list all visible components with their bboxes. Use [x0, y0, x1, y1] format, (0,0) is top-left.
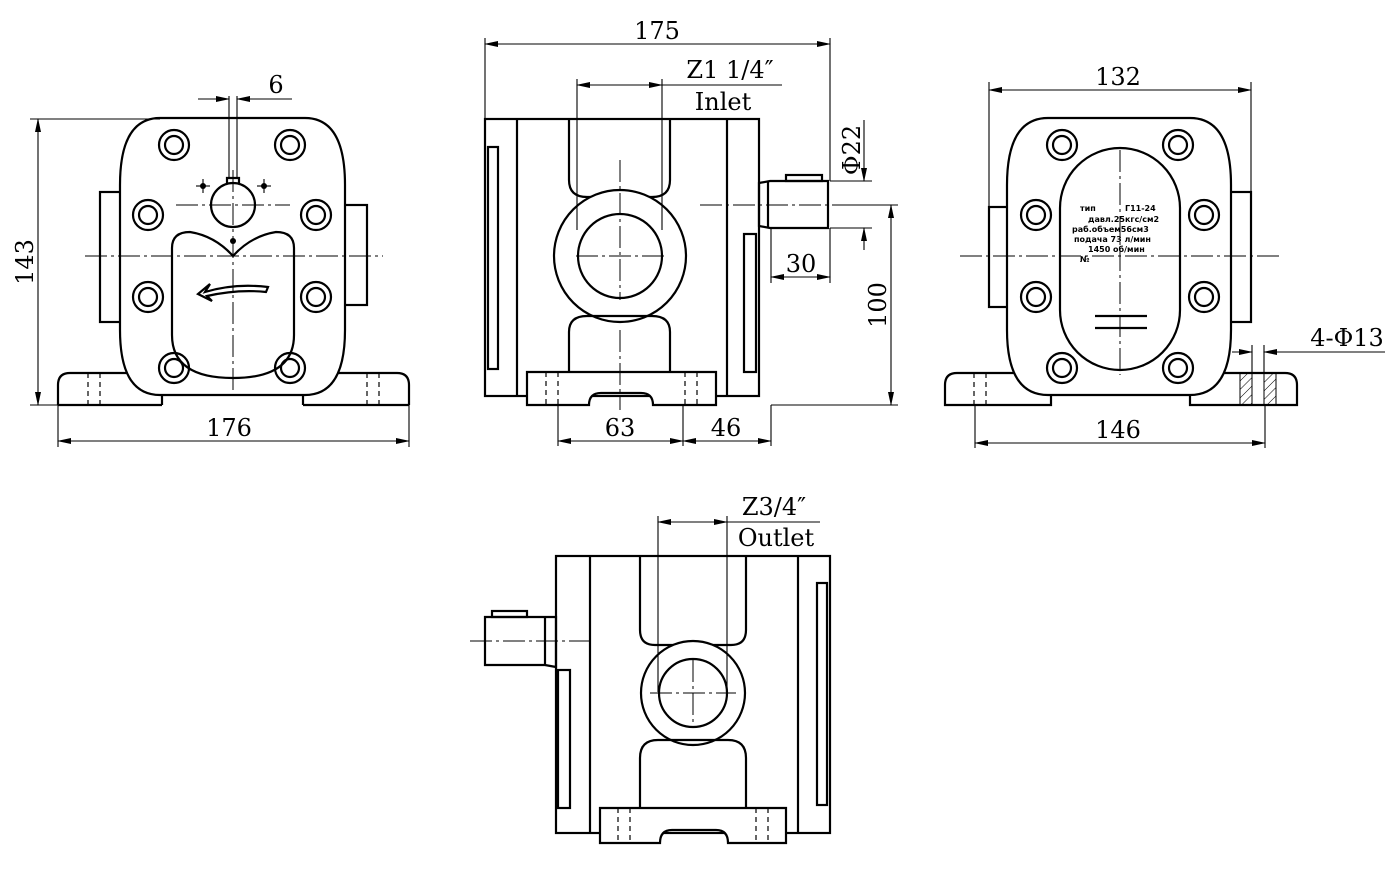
rear-bolts	[1019, 128, 1221, 385]
rear-hatched-hole-section	[1239, 372, 1253, 406]
outlet-label: Outlet	[738, 524, 815, 552]
rear-dimensions: 132 146 4-Φ13	[974, 63, 1385, 448]
front-view	[56, 96, 411, 407]
shaft-diameter-dim: Φ22	[838, 125, 866, 175]
side-view	[483, 117, 840, 410]
bottom-foot	[598, 806, 788, 845]
inlet-thread-label: Z1 1/4″	[686, 56, 773, 84]
rear-view: тип Г11-24 давл.25кгс/см2 раб.объем56см3…	[943, 116, 1299, 407]
rotation-arrow-icon	[196, 283, 270, 302]
svg-text:Г11-24: Г11-24	[1125, 204, 1156, 213]
key-width-dim: 6	[268, 71, 283, 99]
svg-text:тип: тип	[1080, 204, 1096, 213]
front-window	[170, 230, 296, 380]
svg-text:подача 73 л/мин: подача 73 л/мин	[1074, 235, 1151, 244]
svg-text:давл.25кгс/см2: давл.25кгс/см2	[1088, 215, 1159, 224]
foot-dim-b: 46	[711, 414, 742, 442]
svg-text:№: №	[1080, 255, 1090, 264]
shaft-length-dim: 30	[786, 250, 817, 278]
foot-dim-a: 63	[605, 414, 636, 442]
inlet-label: Inlet	[695, 88, 752, 116]
side-foot	[525, 370, 718, 407]
svg-text:раб.объем56см3: раб.объем56см3	[1072, 224, 1149, 234]
nameplate-text: тип Г11-24 давл.25кгс/см2 раб.объем56см3…	[1072, 204, 1159, 264]
base-width-dim: 146	[1095, 416, 1141, 444]
axis-height-dim: 100	[864, 282, 892, 328]
bottom-view	[470, 554, 832, 845]
mounting-holes-dim: 4-Φ13	[1310, 324, 1384, 352]
front-height-dim: 143	[11, 239, 39, 285]
side-shaft	[757, 179, 830, 230]
bottom-dimensions: Z3/4″ Outlet	[657, 493, 820, 692]
front-width-dim: 176	[206, 414, 252, 442]
front-side-boss-right	[341, 203, 369, 307]
front-dimensions: 143 176 6	[11, 71, 410, 447]
svg-text:1450 об/мин: 1450 об/мин	[1088, 244, 1145, 254]
side-length-dim: 175	[634, 17, 680, 45]
rear-width-dim: 132	[1095, 63, 1141, 91]
outlet-thread-label: Z3/4″	[742, 493, 806, 521]
side-dimensions: 175 Z1 1/4″ Inlet Φ22 30 100 63 46	[484, 17, 898, 446]
